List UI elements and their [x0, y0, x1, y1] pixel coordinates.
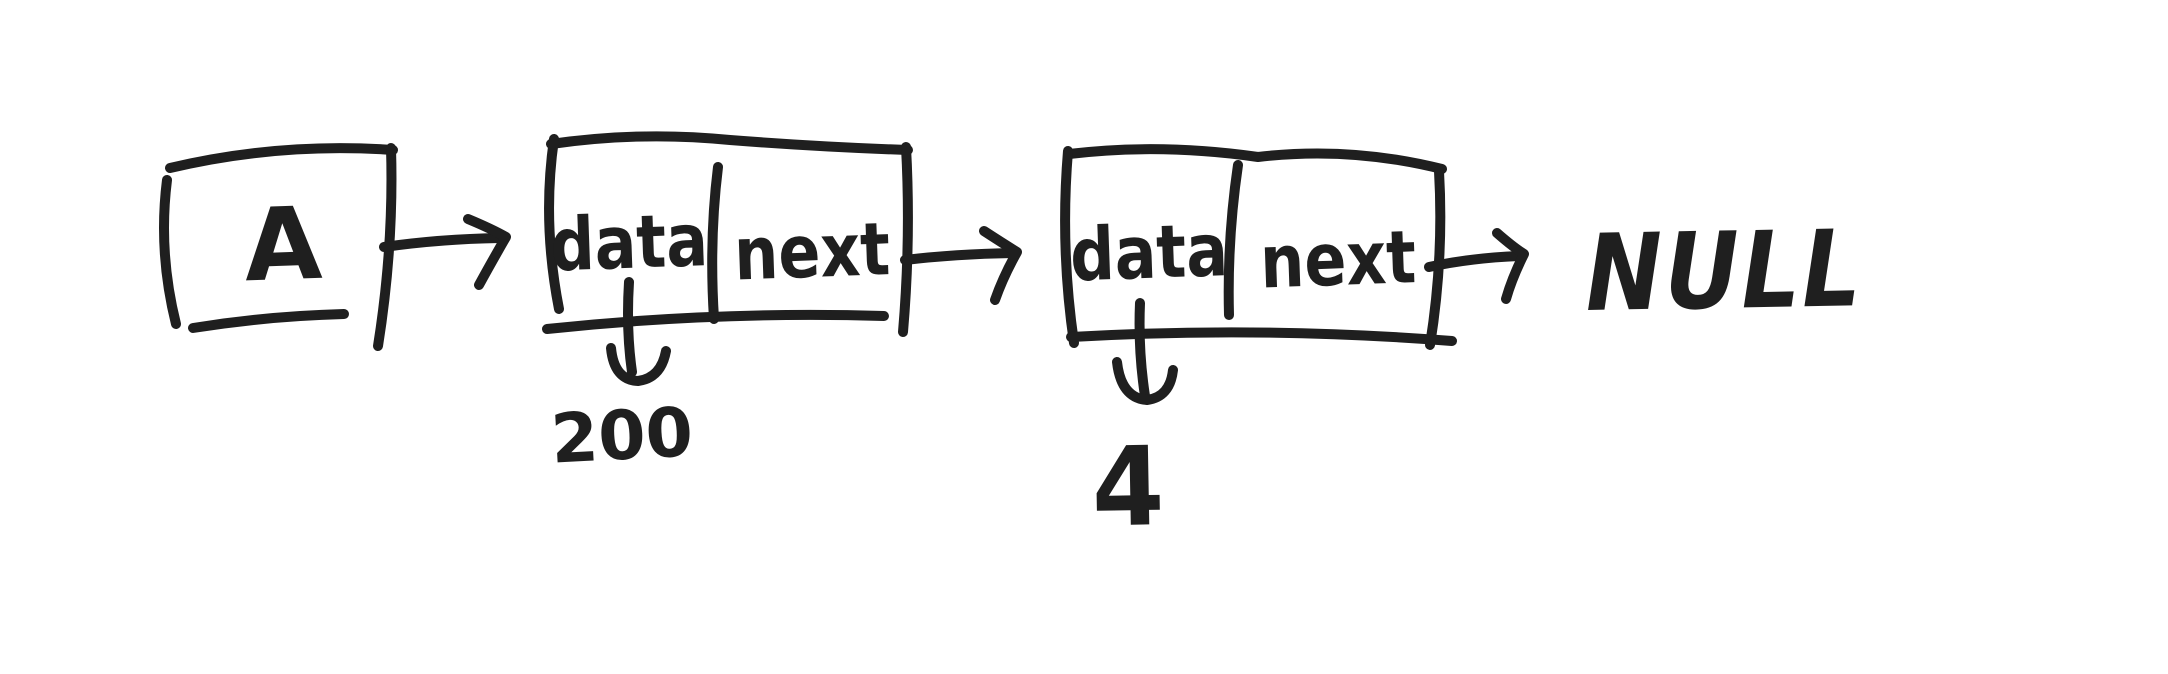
arrow-shaft: [900, 248, 1018, 265]
node2-next-label: next: [1258, 213, 1418, 306]
node2-box: [1060, 144, 1457, 350]
arrow-head-icon: [1112, 357, 1178, 405]
node2-value: 4: [1090, 422, 1166, 552]
arrow-head-icon: [463, 214, 511, 290]
arrow-head-to-node1: [379, 214, 511, 290]
arrow-head-icon: [606, 343, 671, 386]
node1-data-label: data: [548, 196, 710, 289]
node2-left-stroke: [1060, 146, 1079, 348]
head-box-left-stroke: [159, 175, 181, 329]
node2-bottom-stroke: [1066, 327, 1457, 346]
node1-box: [542, 131, 913, 337]
null-terminator-label: NULL: [1584, 207, 1864, 336]
head-label: A: [242, 184, 324, 305]
node1-divider-stroke: [707, 162, 723, 324]
arrow-shaft: [1134, 298, 1150, 401]
node1-value-arrow: [606, 277, 671, 386]
arrow-shaft: [623, 277, 637, 377]
arrow-node1-to-node2: [900, 226, 1022, 305]
node2-divider-stroke: [1223, 160, 1243, 320]
node1-top-stroke: [546, 131, 913, 155]
arrow-node2-to-null: [1424, 228, 1529, 304]
arrow-head-icon: [1492, 228, 1529, 304]
head-box-top-stroke: [165, 143, 398, 173]
node2-data-label: data: [1068, 206, 1230, 299]
node1-value: 200: [549, 393, 695, 480]
node2-right-stroke: [1425, 166, 1446, 350]
node2-value-arrow: [1112, 298, 1178, 405]
arrow-shaft: [379, 233, 505, 252]
node2-top-stroke: [1064, 144, 1447, 174]
head-box-bottom-stroke: [188, 309, 349, 333]
node1-next-label: next: [732, 205, 892, 298]
node1-left-stroke: [544, 134, 564, 314]
node1-right-stroke: [898, 142, 913, 337]
arrow-head-icon: [979, 226, 1022, 305]
arrow-shaft: [1424, 251, 1524, 272]
